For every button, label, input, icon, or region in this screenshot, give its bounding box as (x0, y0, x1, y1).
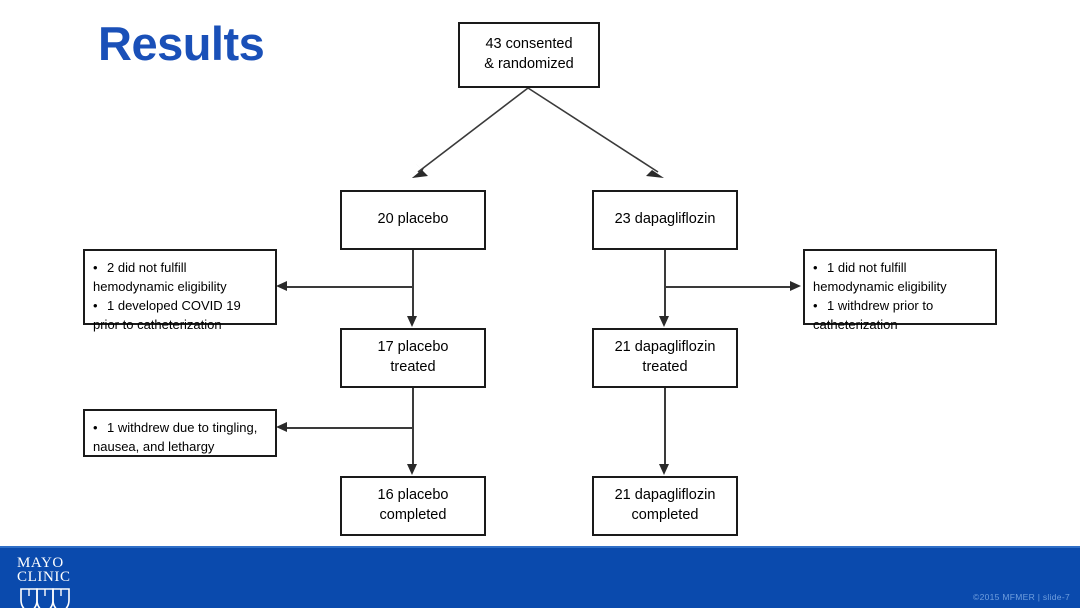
arrowhead-placebo-pre-exclusion (276, 281, 287, 291)
node-dapagliflozin-completed-line2: completed (631, 507, 699, 523)
exclusion-box-placebo-pre-treatment: • 2 did not fulfill hemodynamic eligibili… (83, 249, 277, 332)
arrowhead-dapa-completed (659, 464, 669, 475)
node-dapagliflozin-completed: 21 dapagliflozin completed (592, 476, 738, 536)
mayo-wordmark: MAYO CLINIC (17, 555, 97, 585)
bullet-icon: • (813, 260, 818, 275)
bullet-icon: • (93, 420, 98, 435)
connector-placebo-treated-to-completed (412, 388, 414, 465)
bullet-icon: • (93, 260, 98, 275)
mayo-clinic-logo: MAYO CLINIC (17, 556, 97, 608)
connector-dapa-treated-to-completed (664, 388, 666, 465)
node-placebo-completed: 16 placebo completed (340, 476, 486, 536)
bullet-icon: • (813, 297, 818, 313)
exclusion-bullet-1: • 1 did not fulfill (813, 259, 987, 278)
connector-dapa-alloc-to-treated (664, 250, 666, 317)
node-dapagliflozin-completed-line1: 21 dapagliflozin (614, 487, 716, 504)
copyright-text: ©2015 MFMER | slide-7 (973, 592, 1070, 602)
connector-placebo-pre-exclusion (286, 286, 413, 288)
exclusion-b1-line1: 2 did not fulfill (107, 260, 187, 275)
arrowhead-placebo-post-exclusion (276, 422, 287, 432)
node-dapagliflozin-allocated-label: 23 dapagliflozin (614, 211, 716, 228)
node-enrollment-line2: & randomized (484, 56, 574, 72)
node-placebo-treated-line2: treated (390, 359, 436, 375)
connector-dapa-pre-exclusion (664, 286, 791, 288)
exclusion-b2-line1: 1 withdrew prior to (827, 297, 934, 313)
exclusion-b2-line1: 1 developed COVID 19 (107, 297, 241, 313)
exclusion-b1-line1: 1 withdrew due to tingling, (107, 420, 258, 435)
mayo-wordmark-line1: MAYO (17, 555, 64, 571)
node-placebo-completed-line1: 16 placebo (377, 487, 449, 504)
connector-placebo-post-exclusion (286, 427, 413, 429)
mayo-three-shields-icon (20, 588, 70, 608)
node-dapagliflozin-allocated: 23 dapagliflozin (592, 190, 738, 250)
node-placebo-completed-line2: completed (379, 507, 447, 523)
exclusion-b1-line2: hemodynamic eligibility (813, 278, 947, 294)
node-dapagliflozin-treated-line1: 21 dapagliflozin (614, 339, 716, 356)
node-enrollment: 43 consented & randomized (458, 22, 600, 88)
arrowhead-dapa-treated (659, 316, 669, 327)
node-placebo-treated-line1: 17 placebo (377, 339, 449, 356)
exclusion-b1-line2: nausea, and lethargy (93, 438, 215, 454)
footer-divider (0, 546, 1080, 548)
mayo-wordmark-line2: CLINIC (17, 569, 71, 585)
exclusion-b2-line2: catheterization (813, 316, 898, 332)
exclusion-b2-line2: prior to catheterization (93, 316, 222, 332)
node-enrollment-line1: 43 consented (485, 36, 573, 53)
arrowhead-dapa-pre-exclusion (790, 281, 801, 291)
exclusion-box-dapagliflozin-pre-treatment: • 1 did not fulfill hemodynamic eligibili… (803, 249, 997, 332)
exclusion-bullet-2: • 1 withdrew prior to (813, 297, 987, 316)
exclusion-bullet-1: • 2 did not fulfill (93, 259, 267, 278)
node-placebo-allocated-label: 20 placebo (377, 211, 449, 228)
footer-bar (0, 548, 1080, 608)
arrowhead-placebo-treated (407, 316, 417, 327)
exclusion-bullet-1: • 1 withdrew due to tingling, (93, 419, 267, 438)
exclusion-b1-line1: 1 did not fulfill (827, 260, 907, 275)
exclusion-b1-line2: hemodynamic eligibility (93, 278, 227, 294)
page-title: Results (98, 17, 265, 70)
node-dapagliflozin-treated-line2: treated (642, 359, 688, 375)
node-dapagliflozin-treated: 21 dapagliflozin treated (592, 328, 738, 388)
node-placebo-treated: 17 placebo treated (340, 328, 486, 388)
bullet-icon: • (93, 297, 98, 313)
arrowhead-placebo-completed (407, 464, 417, 475)
connector-placebo-alloc-to-treated (412, 250, 414, 317)
exclusion-bullet-2: • 1 developed COVID 19 (93, 297, 267, 316)
node-placebo-allocated: 20 placebo (340, 190, 486, 250)
exclusion-box-placebo-post-treatment: • 1 withdrew due to tingling, nausea, and… (83, 409, 277, 457)
